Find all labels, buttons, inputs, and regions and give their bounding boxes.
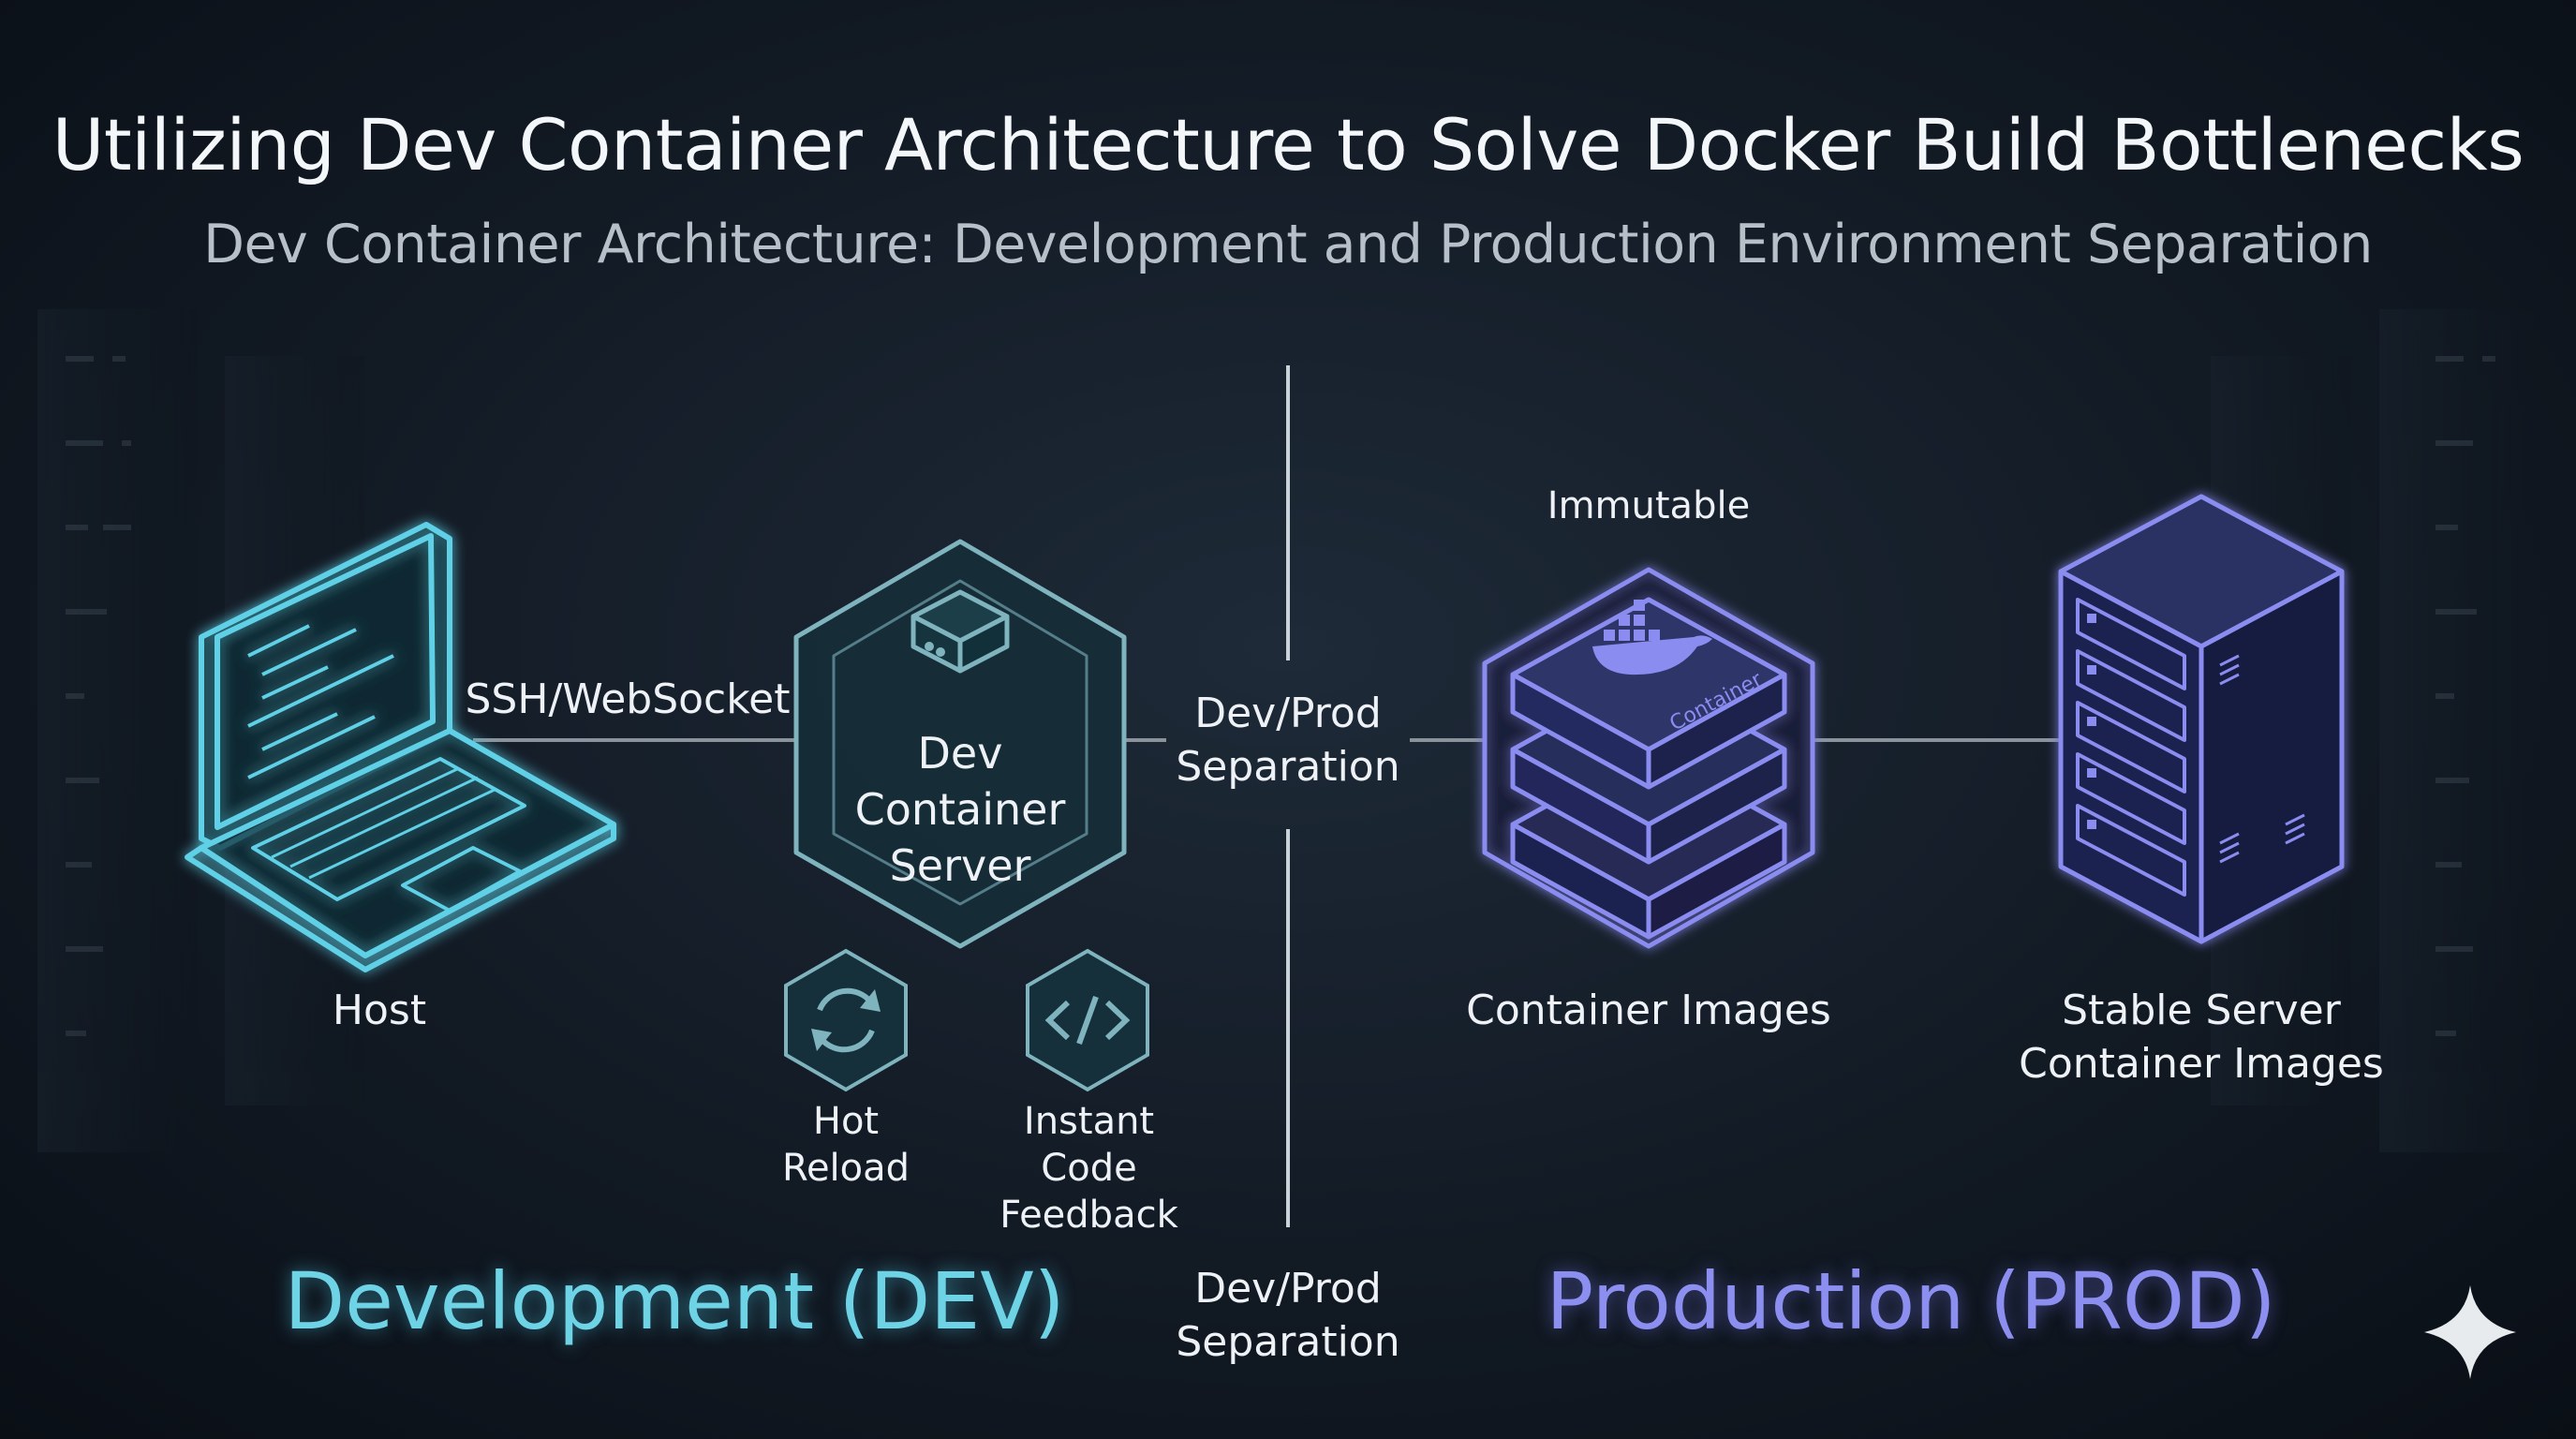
sparkle-icon: [2424, 1285, 2516, 1379]
server-tower-icon: [2058, 494, 2345, 944]
page-subtitle: Dev Container Architecture: Development …: [203, 214, 2373, 275]
host-label: Host: [332, 987, 427, 1034]
container-images-icon: [1482, 567, 1815, 949]
separator-label-middle: Dev/Prod Separation: [1176, 690, 1400, 792]
refresh-icon: [784, 948, 908, 1092]
production-section-title: Production (PROD): [1546, 1255, 2276, 1347]
container-images-label: Container Images: [1466, 987, 1831, 1034]
development-section-title: Development (DEV): [284, 1255, 1065, 1347]
page-title: Utilizing Dev Container Architecture to …: [52, 103, 2524, 186]
docker-whale-icon: [1592, 600, 1712, 675]
dev-container-server-label: Dev Container Server: [854, 728, 1066, 891]
laptop-icon: [185, 522, 616, 972]
stable-server-label: Stable Server Container Images: [2019, 987, 2384, 1089]
instant-code-feedback-label: Instant Code Feedback: [999, 1100, 1178, 1237]
hot-reload-label: Hot Reload: [781, 1100, 910, 1190]
code-icon: [1026, 948, 1149, 1092]
separator-label-bottom: Dev/Prod Separation: [1176, 1265, 1400, 1367]
dev-container-server-icon: [793, 539, 1127, 949]
immutable-label: Immutable: [1547, 484, 1751, 527]
connection-label: SSH/WebSocket: [465, 675, 791, 723]
